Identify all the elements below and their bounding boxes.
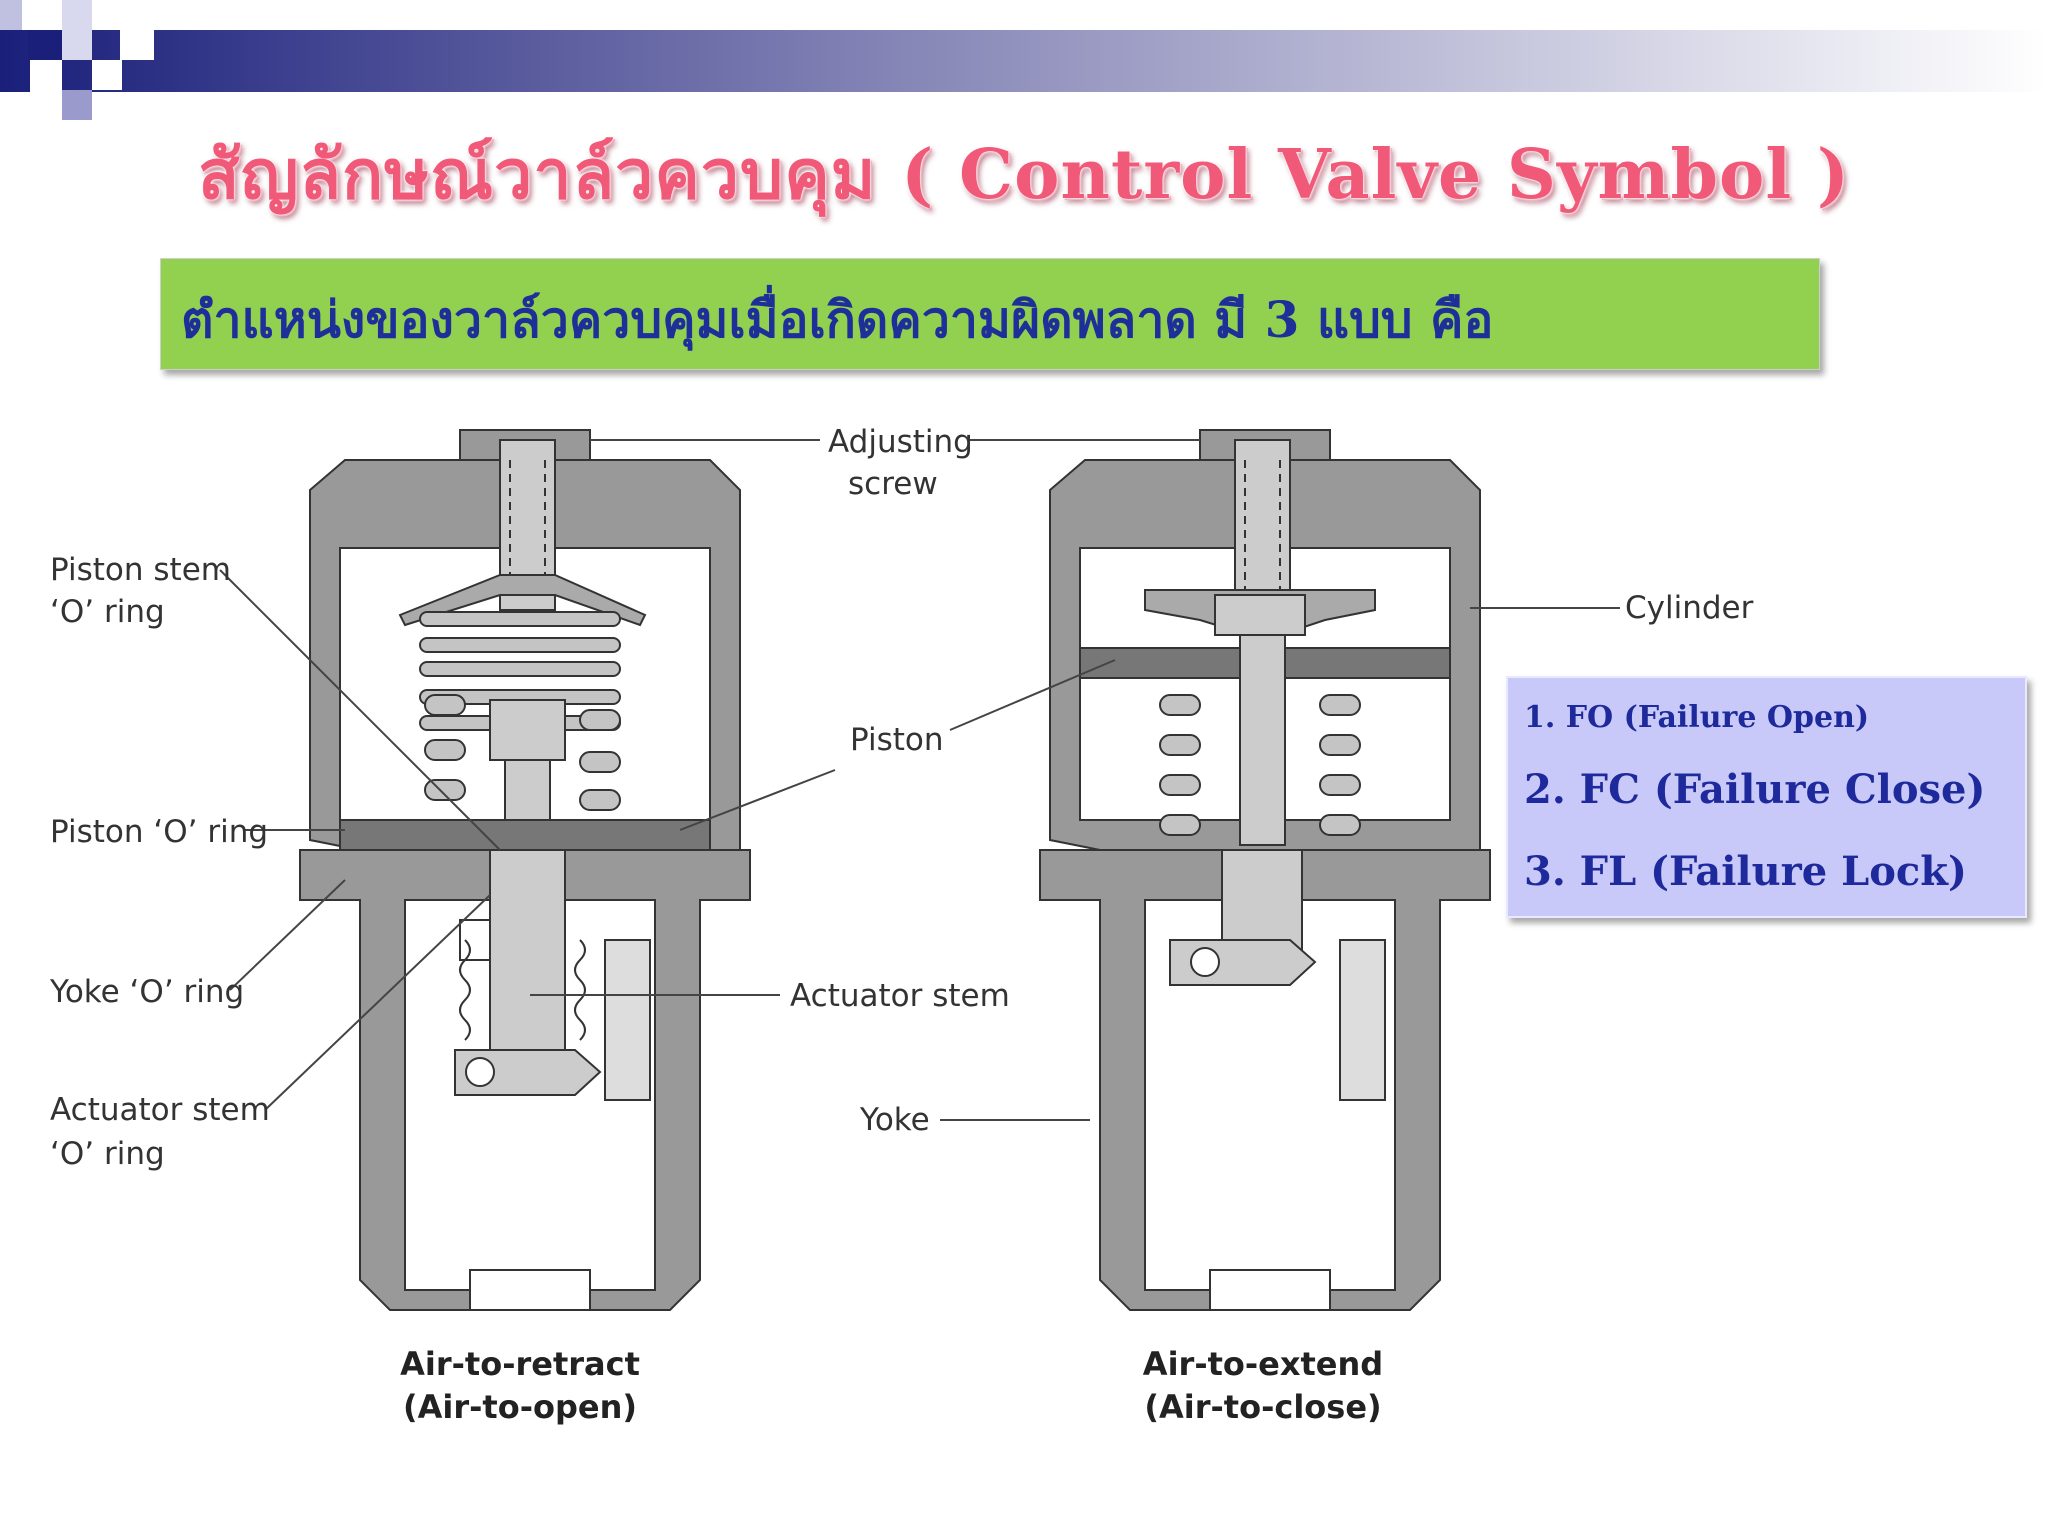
- label-cylinder: Cylinder: [1625, 590, 1754, 626]
- left-actuator: [299, 429, 751, 1311]
- caption-right-1: Air-to-extend: [1143, 1345, 1383, 1383]
- actuator-diagram: Adjusting screw Piston stem ‘O’ ring Cyl…: [49, 424, 1754, 1426]
- failure-mode-fl: 3. FL (Failure Lock): [1524, 848, 1967, 895]
- label-piston-o-ring: Piston ‘O’ ring: [50, 814, 268, 850]
- subtitle-text: ตำแหน่งของวาล์วควบคุมเมื่อเกิดความผิดพลา…: [181, 290, 1494, 349]
- label-piston-stem-ring: ‘O’ ring: [50, 594, 165, 630]
- right-actuator: [1039, 429, 1491, 1311]
- failure-modes-box: 1. FO (Failure Open) 2. FC (Failure Clos…: [1506, 676, 2027, 918]
- slide-title: สัญลักษณ์วาล์วควบคุม ( Control Valve Sym…: [197, 135, 1851, 215]
- label-actuator-stem-o-ring: ‘O’ ring: [50, 1136, 165, 1172]
- failure-mode-fo: 1. FO (Failure Open): [1524, 700, 1870, 735]
- caption-left-1: Air-to-retract: [400, 1345, 640, 1383]
- label-piston: Piston: [850, 722, 944, 758]
- label-piston-stem: Piston stem: [50, 552, 231, 588]
- label-yoke: Yoke: [859, 1102, 930, 1138]
- header-banner: [0, 0, 2048, 120]
- label-actuator-stem: Actuator stem: [790, 978, 1010, 1014]
- label-screw: screw: [848, 466, 938, 502]
- caption-left-2: (Air-to-open): [403, 1388, 637, 1426]
- label-yoke-o-ring: Yoke ‘O’ ring: [49, 974, 244, 1010]
- caption-right-2: (Air-to-close): [1144, 1388, 1381, 1426]
- failure-mode-fc: 2. FC (Failure Close): [1524, 766, 1986, 813]
- subtitle-box: ตำแหน่งของวาล์วควบคุมเมื่อเกิดความผิดพลา…: [160, 258, 1820, 370]
- label-adjusting: Adjusting: [828, 424, 973, 460]
- label-actuator-stem-o: Actuator stem: [50, 1092, 270, 1128]
